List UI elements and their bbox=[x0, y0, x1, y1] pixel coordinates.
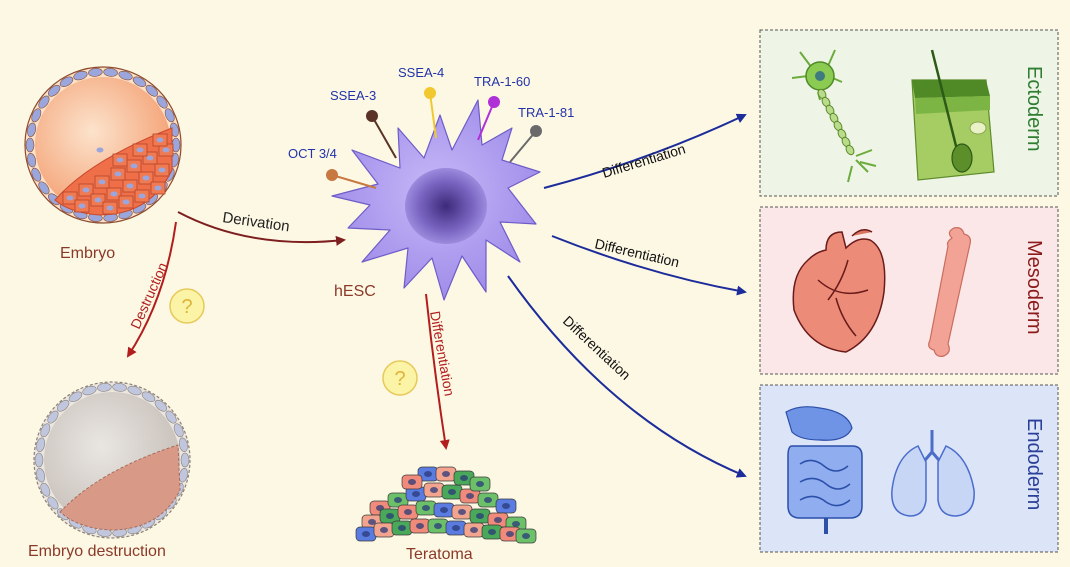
ectoderm-arrow bbox=[543, 113, 747, 189]
marker-ssea3-label: SSEA-3 bbox=[330, 88, 376, 103]
svg-text:?: ? bbox=[181, 296, 192, 318]
marker-ssea4: SSEA-4 bbox=[398, 65, 444, 139]
marker-ssea3-dot bbox=[366, 110, 378, 122]
ectoderm-panel: Ectoderm bbox=[759, 29, 1059, 197]
lung-icon bbox=[891, 430, 975, 517]
teratoma-label: Teratoma bbox=[406, 546, 473, 563]
marker-tra160-dot bbox=[488, 96, 500, 108]
question-mark-icon: ? bbox=[169, 288, 205, 324]
heart-icon bbox=[792, 229, 886, 353]
embryo-destruction-graphic bbox=[33, 381, 191, 539]
mesoderm-arrow bbox=[551, 235, 747, 296]
ectoderm-label: Ectoderm bbox=[1023, 66, 1045, 152]
marker-ssea4-label: SSEA-4 bbox=[398, 65, 444, 80]
marker-tra181: TRA-1-81 bbox=[509, 105, 574, 163]
question-mark-icon: ? bbox=[382, 360, 418, 396]
bone-icon bbox=[928, 227, 971, 357]
hesc-nucleus bbox=[405, 168, 487, 244]
embryo-label: Embryo bbox=[60, 245, 115, 262]
marker-oct-dot bbox=[326, 169, 338, 181]
endoderm-panel: Endoderm bbox=[759, 384, 1059, 553]
mesoderm-label: Mesoderm bbox=[1023, 240, 1045, 334]
embryo-destruction-label: Embryo destruction bbox=[28, 543, 166, 560]
hesc-label: hESC bbox=[334, 283, 376, 300]
endoderm-arrow bbox=[507, 275, 747, 478]
embryo-graphic bbox=[24, 66, 182, 224]
teratoma-graphic bbox=[355, 466, 537, 544]
skin-icon bbox=[911, 49, 995, 181]
endoderm-label: Endoderm bbox=[1023, 418, 1045, 510]
neuron-icon bbox=[791, 49, 877, 183]
marker-tra160: TRA-1-60 bbox=[474, 74, 530, 141]
destruction-arrow bbox=[126, 221, 177, 358]
marker-oct-label: OCT 3/4 bbox=[288, 146, 337, 161]
marker-oct: OCT 3/4 bbox=[288, 146, 377, 189]
marker-tra181-dot bbox=[530, 125, 542, 137]
marker-tra181-label: TRA-1-81 bbox=[518, 105, 574, 120]
svg-text:?: ? bbox=[394, 368, 405, 390]
marker-ssea4-dot bbox=[424, 87, 436, 99]
mesoderm-panel: Mesoderm bbox=[759, 206, 1059, 375]
derivation-arrow bbox=[177, 211, 346, 246]
teratoma-arrow bbox=[425, 293, 450, 450]
hesc-cell bbox=[331, 99, 541, 301]
marker-tra160-label: TRA-1-60 bbox=[474, 74, 530, 89]
intestine-icon bbox=[785, 406, 863, 534]
marker-ssea3: SSEA-3 bbox=[330, 88, 397, 159]
